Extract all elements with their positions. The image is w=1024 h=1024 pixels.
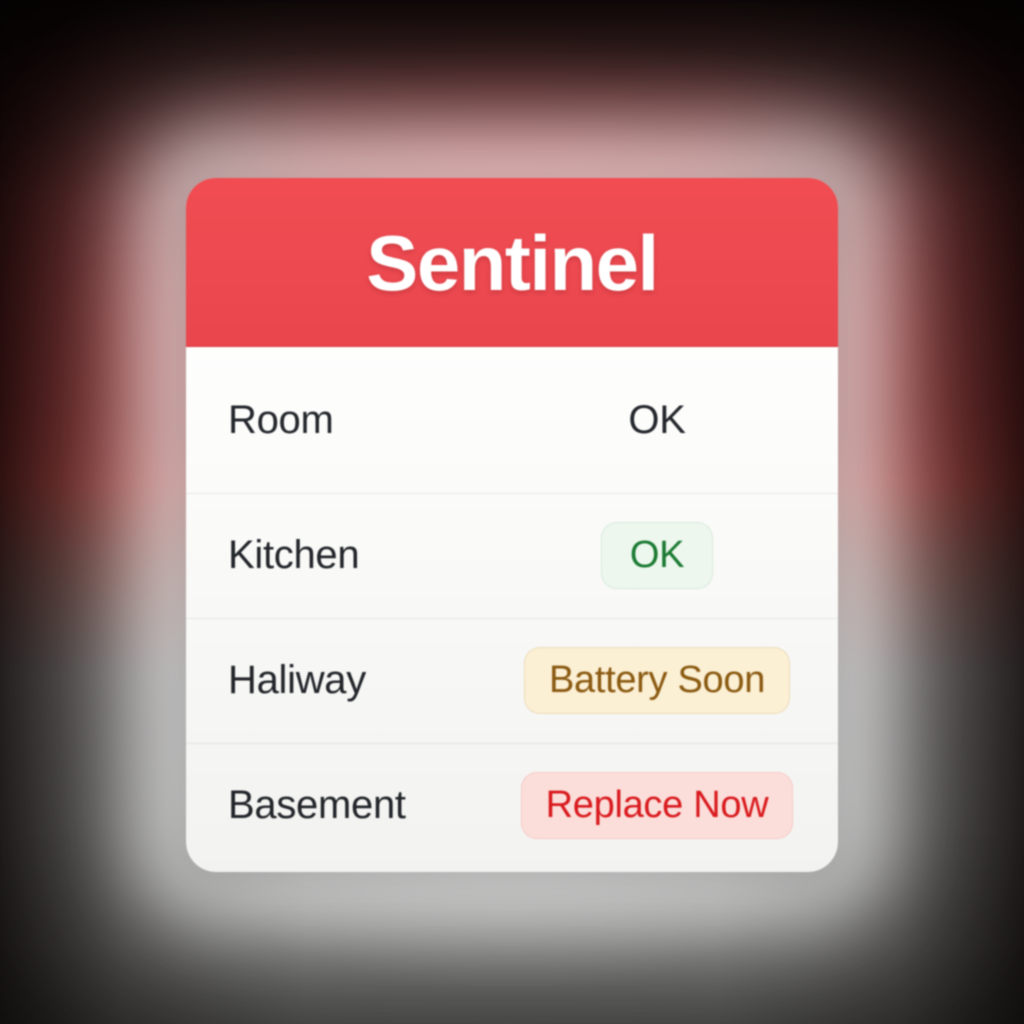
app-header: Sentinel	[186, 178, 838, 347]
column-header-status: OK	[628, 397, 686, 442]
status-badge[interactable]: OK	[600, 522, 714, 589]
status-table: Room OK Kitchen OK Haliway Battery Soon …	[186, 347, 838, 868]
table-row[interactable]: Basement Replace Now	[186, 743, 838, 868]
status-badge[interactable]: Replace Now	[520, 772, 794, 839]
room-name: Haliway	[228, 658, 366, 702]
room-name: Kitchen	[228, 533, 360, 577]
sensor-status-card: Sentinel Room OK Kitchen OK Haliway Batt…	[186, 178, 838, 872]
app-title: Sentinel	[366, 218, 659, 307]
status-cell: Battery Soon	[518, 647, 796, 714]
status-cell: Replace Now	[518, 772, 796, 839]
status-cell: OK	[518, 522, 796, 589]
status-badge[interactable]: Battery Soon	[523, 647, 791, 714]
table-row[interactable]: Kitchen OK	[186, 493, 838, 618]
room-name: Basement	[228, 783, 406, 827]
table-header-row: Room OK	[186, 347, 838, 493]
column-header-room: Room	[228, 397, 334, 442]
column-header-status-cell: OK	[518, 398, 796, 443]
table-row[interactable]: Haliway Battery Soon	[186, 618, 838, 743]
